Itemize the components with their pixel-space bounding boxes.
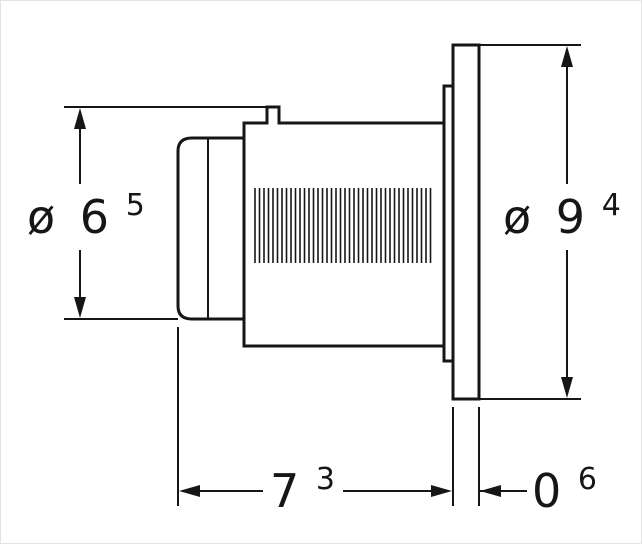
diameter-symbol: ø	[503, 190, 531, 244]
dimension-label-thickness: 0 6	[532, 462, 597, 518]
dimension-left-diameter: ø 6 5	[19, 106, 279, 320]
arrowhead-down-icon	[561, 377, 573, 398]
label-background	[263, 462, 343, 520]
dimension-label-depth: 7 3	[270, 462, 335, 518]
arrowhead-down-icon	[74, 297, 86, 318]
dimension-value: 0	[532, 464, 561, 518]
diameter-symbol: ø	[27, 190, 55, 244]
arrowhead-right-icon	[431, 485, 452, 497]
arrowhead-left-icon	[480, 485, 501, 497]
dimension-superscript: 5	[126, 188, 145, 223]
dimension-label-left: ø 6 5	[27, 188, 145, 244]
cover-plate-outline	[451, 43, 481, 401]
actuator-body-group	[176, 43, 481, 401]
arrowhead-left-icon	[179, 485, 200, 497]
dimension-superscript: 6	[578, 462, 597, 497]
dimension-superscript: 4	[602, 188, 621, 223]
dimension-label-right: ø 9 4	[503, 188, 621, 244]
label-background	[497, 184, 611, 250]
dimension-value: 6	[80, 190, 109, 244]
dimension-depth: 7 3	[177, 327, 454, 520]
rib-texture	[254, 188, 432, 263]
label-background	[19, 184, 149, 250]
dimension-superscript: 3	[316, 462, 335, 497]
dimension-value: 7	[270, 464, 299, 518]
arrowhead-up-icon	[561, 46, 573, 67]
dimension-value: 9	[556, 190, 585, 244]
actuator-housing-outline	[242, 105, 446, 348]
button-cap-outline	[176, 136, 244, 321]
dimension-plate-thickness: 0 6	[478, 407, 597, 518]
dimension-right-diameter: ø 9 4	[479, 44, 621, 400]
arrowhead-up-icon	[74, 108, 86, 129]
